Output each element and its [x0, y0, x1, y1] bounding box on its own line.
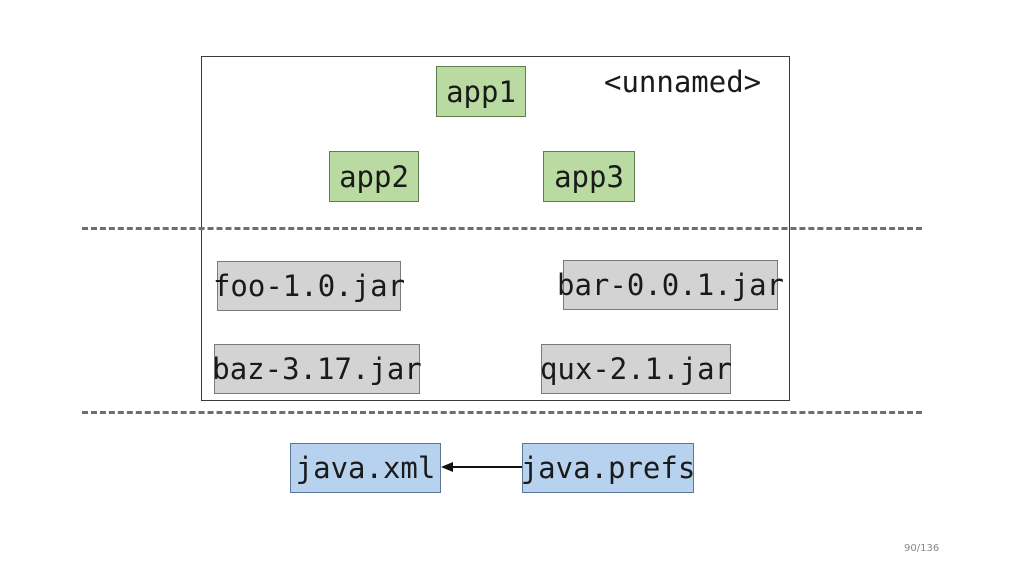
app2-node: app2	[329, 151, 419, 202]
java-prefs-node: java.prefs	[521, 443, 695, 493]
page-number: 90/136	[904, 543, 940, 554]
foo-jar-node: foo-1.0.jar	[213, 261, 405, 311]
upper-divider	[82, 227, 922, 230]
baz-jar-node: baz-3.17.jar	[212, 344, 422, 394]
unnamed-module-label: <unnamed>	[604, 65, 762, 99]
qux-jar-node: qux-2.1.jar	[540, 344, 732, 394]
java-xml-node: java.xml	[290, 443, 441, 493]
app3-node: app3	[543, 151, 635, 202]
app1-node: app1	[436, 66, 526, 117]
lower-divider	[82, 411, 922, 414]
bar-jar-node: bar-0.0.1.jar	[557, 260, 784, 310]
